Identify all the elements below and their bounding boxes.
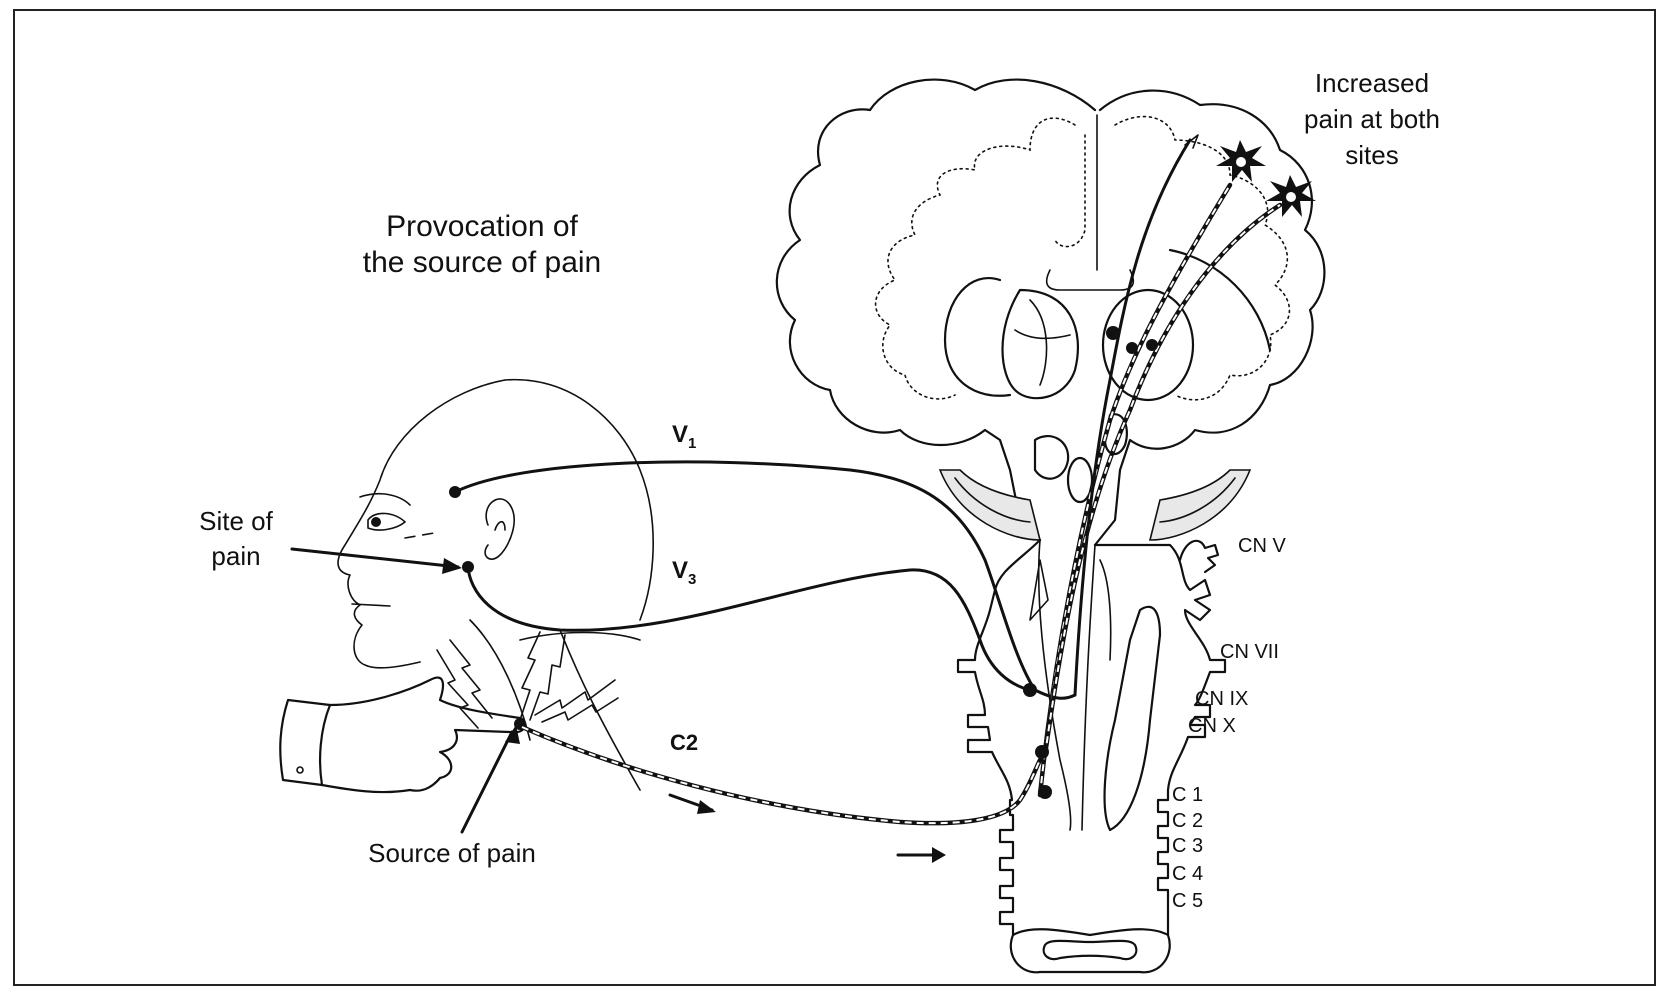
increased-pain-line-2: pain at both [1304,104,1440,134]
direction-arrow [697,800,716,814]
v1-origin-dot [449,486,461,498]
brainstem-spinal-cord [956,538,1227,974]
source-arrow-head [505,725,520,744]
cn-v-label: CN V [1238,535,1286,557]
v3-nerve [466,565,1032,692]
c2-root-label: C 2 [1172,810,1203,832]
direction-arrow [932,847,946,863]
increased-pain-line-3: sites [1345,140,1398,170]
site-of-pain-line-2: pain [211,541,260,571]
v3-origin-dot [462,561,474,573]
figure-frame [13,9,1656,986]
increased-pain-line-1: Increased [1315,68,1429,98]
synapse-dot [1126,342,1138,354]
c2-label: C2 [670,730,698,755]
synapse-dot [1106,326,1120,340]
synapse-dot [1023,683,1037,697]
c1-label: C 1 [1172,784,1203,806]
c4-label: C 4 [1172,863,1203,885]
site-of-pain-line-1: Site of [199,506,273,536]
nerve-pathways [290,134,1283,863]
pain-starbursts [1216,140,1316,217]
c5-label: C 5 [1172,890,1203,912]
source-of-pain-label: Source of pain [368,838,536,868]
head-profile [337,378,654,791]
v3-label: V3 [672,557,696,588]
cn-vii-label: CN VII [1220,641,1279,663]
pain-lightning-bolts [436,631,619,729]
title-line-2: the source of pain [363,246,602,279]
c3-label: C 3 [1172,835,1203,857]
cn-ix-label: CN IX [1195,688,1248,710]
synapse-dot [1038,785,1052,799]
cn-x-label: CN X [1188,715,1236,737]
synapse-dot [1146,339,1158,351]
site-arrow-head [442,558,462,574]
synapse-dot [1035,745,1049,759]
title-line-1: Provocation of [386,210,578,243]
v1-label: V1 [672,421,696,452]
